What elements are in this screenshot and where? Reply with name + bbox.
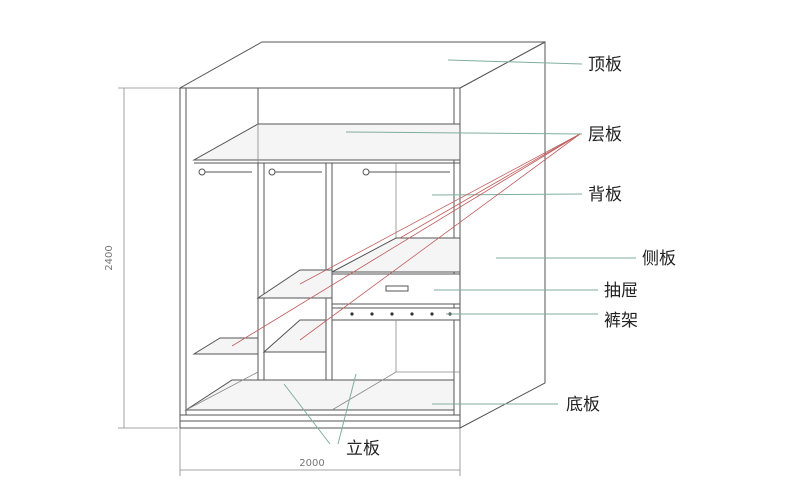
rack-bar bbox=[370, 312, 374, 316]
label-vertical-panel: 立板 bbox=[346, 439, 380, 459]
label-side-panel: 侧板 bbox=[642, 249, 676, 269]
drawer-handle bbox=[385, 285, 409, 292]
middle-shelf-right bbox=[331, 237, 461, 273]
rack-bar bbox=[390, 312, 394, 316]
label-trouser-rack: 裤架 bbox=[604, 311, 638, 331]
label-bottom-panel: 底板 bbox=[566, 395, 600, 415]
rack-bar bbox=[430, 312, 434, 316]
shelf-low-left bbox=[192, 337, 259, 355]
side-panel-face bbox=[459, 41, 546, 429]
shelf-low-middle bbox=[262, 319, 327, 353]
leader-shelf-fan bbox=[399, 133, 581, 239]
top-shelf bbox=[192, 123, 461, 161]
perspective-line bbox=[185, 371, 259, 411]
perspective-line bbox=[331, 371, 397, 411]
leader-top-panel bbox=[447, 59, 583, 65]
leader-shelf-fan bbox=[231, 133, 581, 347]
height-dimension-label: 2400 bbox=[104, 245, 115, 270]
vertical-panel-left bbox=[257, 162, 265, 411]
label-drawer: 抽屉 bbox=[604, 281, 638, 301]
label-shelf: 层板 bbox=[588, 125, 622, 145]
label-top-panel: 顶板 bbox=[588, 55, 622, 75]
width-dimension-label: 2000 bbox=[299, 458, 324, 469]
rod-end-2 bbox=[268, 168, 276, 176]
leader-shelf bbox=[345, 131, 583, 135]
bottom-panel bbox=[184, 379, 455, 411]
leader-shelf-fan bbox=[299, 133, 581, 341]
rack-bar bbox=[410, 312, 414, 316]
label-back-panel: 背板 bbox=[588, 185, 622, 205]
rod-end-1 bbox=[198, 168, 206, 176]
rod-end-3 bbox=[362, 168, 370, 176]
leader-shelf-fan bbox=[299, 133, 581, 285]
upper-back-compartment bbox=[257, 87, 455, 125]
leader-vertical-panel-right bbox=[337, 373, 357, 445]
rack-bar bbox=[350, 312, 354, 316]
leader-back-panel bbox=[431, 193, 583, 196]
leader-vertical-panel-left bbox=[283, 383, 331, 445]
